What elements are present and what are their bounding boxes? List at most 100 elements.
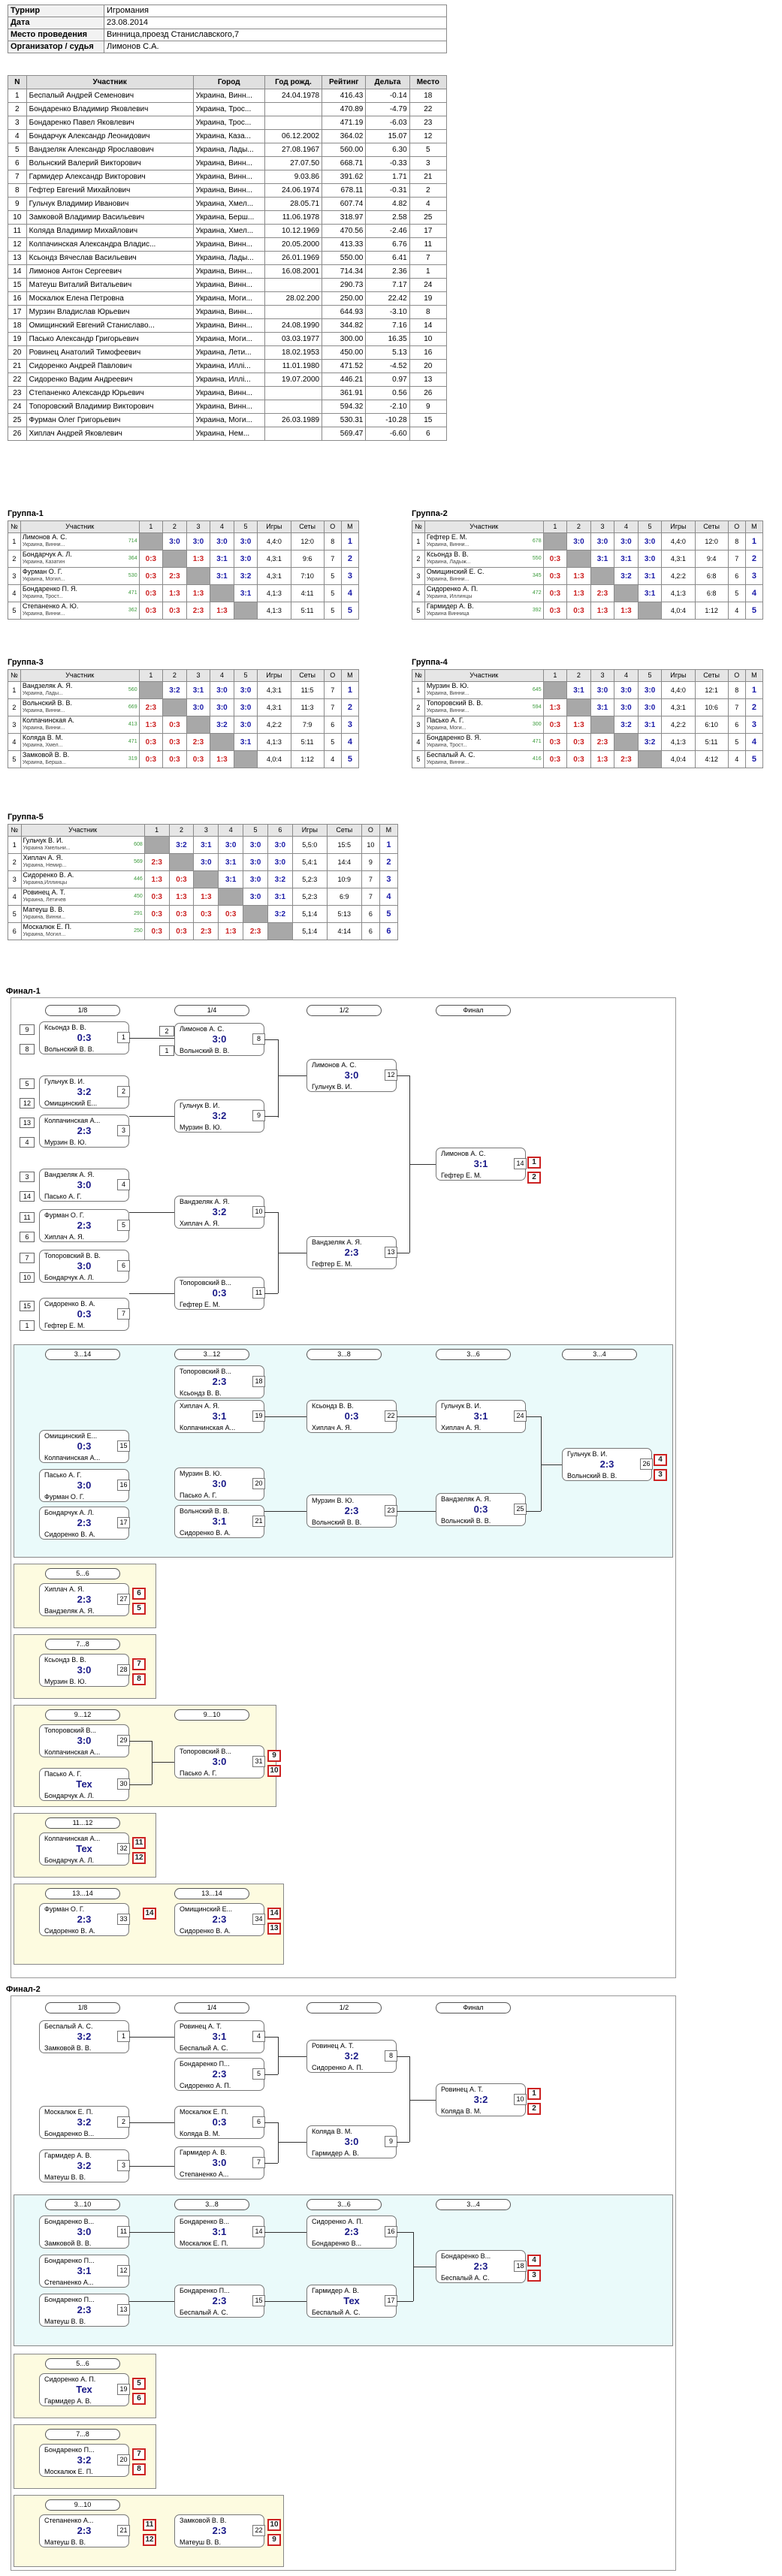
bracket-line (129, 1212, 174, 1213)
group-points: 7 (323, 698, 342, 716)
group-games: 4,4:0 (257, 532, 291, 550)
group-score-cell: 0:3 (143, 922, 170, 940)
match-number: 1 (117, 2031, 130, 2042)
match-score: 3:1 (596, 703, 608, 712)
group-sets: 4:11 (290, 584, 325, 602)
player-city: Украина, Винни... (426, 760, 470, 765)
group-score-cell: 3:0 (243, 888, 268, 906)
match-player-1: Ксьондз В. В. (312, 1402, 354, 1410)
round-label: 13...14 (174, 1888, 249, 1899)
match-player-2: Гефтер Е. М. (180, 1301, 221, 1308)
bracket-line (264, 2301, 306, 2302)
match-score: 3:2 (77, 2454, 92, 2466)
player-rating: 560 (128, 687, 137, 692)
player-rating: 714 (128, 538, 137, 544)
final-place: 6 (132, 2393, 146, 2405)
group-score-cell: 1:3 (210, 750, 234, 768)
participant-cell: Беспалый Андрей Семенович (26, 89, 194, 103)
final-place: 2 (527, 2103, 541, 2115)
match-score: 3:0 (77, 1480, 92, 1491)
match-player-2: Гармидер А. В. (312, 2149, 359, 2157)
bracket-line (397, 1416, 436, 1417)
final-place: 14 (267, 1908, 281, 1920)
match-score: 3:1 (225, 875, 237, 884)
bracket-line (129, 2301, 174, 2302)
group-place: 3 (340, 716, 360, 734)
match-number: 22 (252, 2525, 265, 2536)
match-number: 23 (385, 1505, 397, 1516)
final-place: 12 (143, 2534, 156, 2546)
group-games: 4,3:1 (257, 698, 291, 716)
bracket-line (129, 2122, 174, 2123)
match-number: 4 (117, 1179, 130, 1190)
match-number: 24 (514, 1410, 527, 1422)
participant-cell: 10 (8, 210, 27, 225)
player-name: Гульчук В. И. (23, 837, 64, 845)
participant-cell: 20.05.2000 (264, 237, 323, 252)
match-score: 1:3 (573, 720, 584, 729)
match-score: 1:3 (216, 755, 228, 764)
